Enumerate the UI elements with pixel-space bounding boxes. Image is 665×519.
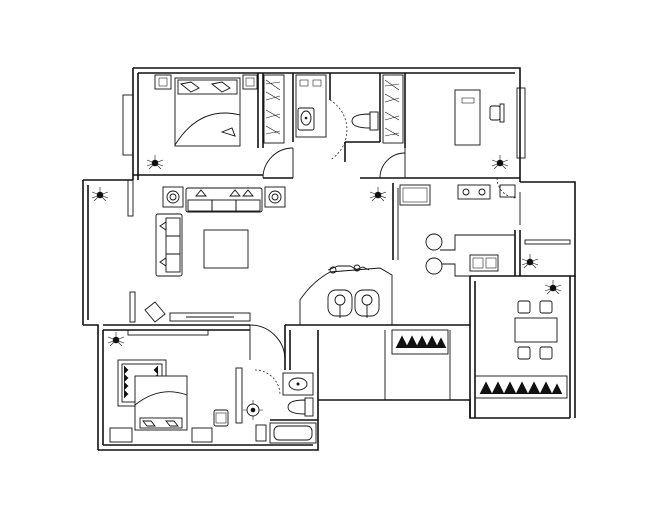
plant-icon [243, 400, 263, 420]
toilet-icon [351, 111, 379, 131]
sink-icon [469, 254, 499, 272]
dining [514, 280, 562, 360]
study [454, 87, 526, 170]
sofa-icon [155, 213, 183, 277]
plant-icon [107, 332, 125, 347]
basin-icon [282, 372, 314, 396]
living-room [91, 179, 393, 325]
bathroom-bottom [255, 372, 317, 444]
nightstand-icon [191, 427, 213, 443]
balcony [391, 329, 568, 399]
kitchen [399, 184, 571, 277]
bathroom-top [295, 74, 379, 138]
cabinet-icon [129, 291, 166, 323]
tv-cabinet-icon [169, 312, 251, 322]
desk-icon [454, 89, 481, 146]
sofa-icon [185, 187, 263, 213]
plant-icon [146, 155, 164, 170]
lamp-table-icon [162, 186, 184, 208]
toilet-icon [287, 397, 314, 417]
plant-icon [369, 187, 387, 202]
dining-table-icon [514, 300, 558, 360]
chair-icon [489, 103, 505, 123]
stove-icon [457, 184, 491, 200]
lamp-table-icon [264, 186, 286, 208]
stair-landing [299, 264, 393, 325]
outer-walls [82, 67, 576, 451]
plant-icon [544, 280, 562, 295]
chair-icon [213, 409, 229, 427]
master-bedroom [146, 74, 258, 170]
plant-icon [491, 155, 509, 170]
wardrobe-icon [263, 74, 404, 144]
nightstand-icon [109, 427, 133, 443]
coffee-table-icon [203, 229, 249, 269]
plant-icon [91, 187, 109, 202]
bar-stool-icon [425, 233, 443, 275]
doors [249, 99, 518, 396]
nightstand-icon [242, 74, 258, 90]
second-bedroom [107, 329, 263, 443]
plant-icon [521, 254, 539, 269]
bathtub-icon [269, 422, 317, 444]
bed-icon [134, 375, 188, 431]
nightstand-icon [154, 74, 172, 90]
